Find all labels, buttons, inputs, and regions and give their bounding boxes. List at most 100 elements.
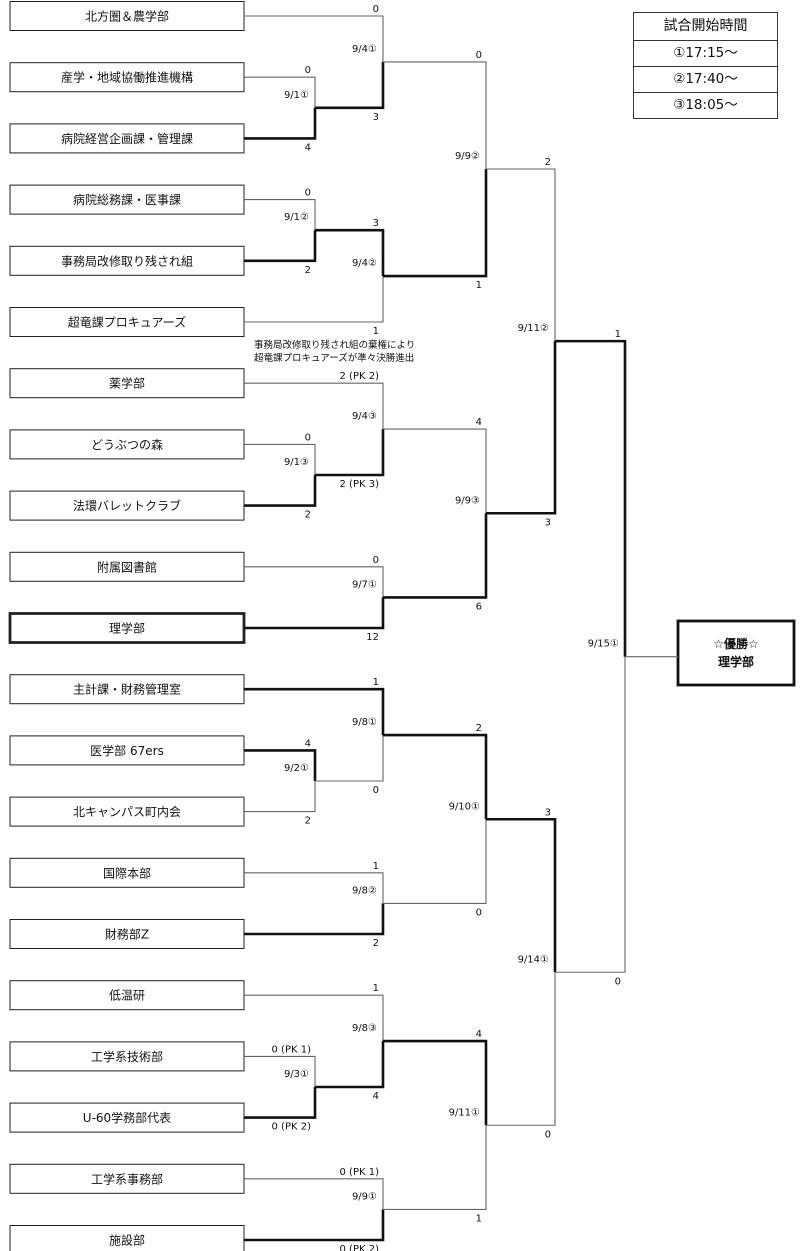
match-date: 9/4③ (352, 411, 377, 422)
team-name: 事務局改修取り残され組 (61, 253, 193, 268)
score-bottom: 2 (305, 816, 311, 827)
score-bottom: 0 (PK 2) (340, 1244, 380, 1251)
team-box (9, 735, 245, 766)
team-name: 主計課・財務管理室 (73, 682, 181, 697)
bracket-line (244, 1178, 384, 1210)
team-box (9, 674, 245, 705)
bracket-line (486, 972, 556, 1126)
team-name: 産学・地域協働推進機構 (61, 70, 193, 85)
score-top: 0 (476, 50, 482, 61)
score-top: 0 (305, 432, 311, 443)
team-name: 国際本部 (103, 865, 151, 880)
score-top: 0 (373, 4, 379, 15)
team-box (9, 919, 245, 949)
score-top: 3 (545, 807, 551, 818)
withdrawal-note-line2: 超竜課プロキュアーズが準々決勝進出 (254, 352, 414, 364)
bracket-line (486, 817, 557, 973)
match-date: 9/10① (449, 801, 480, 812)
bracket-line (486, 341, 557, 515)
team-name: U-60学務部代表 (83, 1110, 171, 1125)
match-date: 9/9① (352, 1191, 377, 1202)
team-name: 工学系技術部 (91, 1049, 163, 1064)
bracket-line (244, 382, 384, 430)
team-name: 医学部 67ers (90, 743, 164, 758)
team-name: どうぶつの森 (91, 437, 163, 452)
bracket-line (244, 76, 316, 108)
team-box (9, 1163, 245, 1194)
match-date: 9/1③ (284, 457, 309, 468)
bracket-line (315, 228, 385, 277)
team-name: 病院経営企画課・管理課 (61, 131, 193, 146)
bracket-line (244, 994, 384, 1042)
champion-team: 理学部 (718, 654, 754, 669)
team-name: 理学部 (109, 621, 145, 636)
team-box (9, 1102, 245, 1133)
bracket-line (315, 429, 385, 477)
bracket-line (383, 1125, 487, 1210)
bracket-line (555, 339, 627, 657)
match-date: 9/4② (352, 258, 377, 269)
score-top: 4 (305, 738, 311, 749)
bracket-line (244, 1087, 317, 1119)
score-bottom: 3 (545, 517, 551, 528)
bracket-line (383, 513, 488, 599)
team-box (9, 551, 245, 582)
match-date: 9/8① (352, 717, 377, 728)
score-top: 1 (373, 677, 379, 688)
score-bottom: 2 (373, 938, 379, 949)
bracket-line (244, 1209, 385, 1242)
bracket-line (244, 443, 316, 475)
score-bottom: 4 (305, 142, 311, 153)
team-box (9, 368, 245, 399)
bracket-line (244, 872, 384, 904)
score-top: 0 (305, 188, 311, 199)
legend-time-2: ②17:40～ (634, 67, 777, 93)
bracket-line (486, 168, 556, 342)
team-box (9, 62, 245, 93)
bracket-line (383, 61, 487, 169)
team-box (9, 1041, 245, 1072)
champion-box (676, 619, 796, 687)
team-name: 北方圏＆農学部 (85, 9, 169, 24)
score-top: 3 (373, 218, 379, 229)
match-date: 9/9③ (455, 495, 480, 506)
bracket-line (315, 1041, 385, 1089)
score-bottom: 3 (373, 112, 379, 123)
match-date: 9/9② (455, 151, 480, 162)
score-top: 1 (615, 329, 621, 340)
team-name: 超竜課プロキュアーズ (68, 315, 186, 330)
bracket-line (383, 169, 488, 278)
score-bottom: 0 (615, 976, 621, 987)
bracket-line (555, 656, 626, 973)
bracket-line (244, 199, 316, 231)
score-top: 1 (373, 983, 379, 994)
score-top: 0 (PK 1) (340, 1167, 380, 1178)
score-bottom: 12 (366, 632, 379, 643)
score-top: 1 (373, 861, 379, 872)
bracket-line (244, 276, 384, 323)
team-name: 附属図書館 (97, 559, 157, 574)
bracket-line (244, 15, 384, 62)
score-bottom: 2 (PK 3) (340, 479, 380, 490)
score-bottom: 2 (305, 510, 311, 521)
legend-title: 試合開始時間 (634, 13, 777, 41)
bracket-line (383, 819, 487, 904)
team-name: 病院総務課・医事課 (73, 192, 181, 207)
match-date: 9/8② (352, 885, 377, 896)
start-time-legend: 試合開始時間 ①17:15～ ②17:40～ ③18:05～ (633, 12, 778, 119)
score-bottom: 1 (476, 280, 482, 291)
bracket-line (383, 1039, 488, 1126)
bracket-line (244, 1055, 316, 1087)
score-bottom: 2 (305, 265, 311, 276)
score-bottom: 0 (PK 2) (272, 1122, 312, 1133)
score-top: 4 (476, 1029, 482, 1040)
score-bottom: 4 (373, 1091, 379, 1102)
match-date: 9/1① (284, 90, 309, 101)
team-box (9, 980, 245, 1011)
bracket-line (315, 735, 384, 782)
score-top: 0 (PK 1) (272, 1044, 312, 1055)
score-bottom: 1 (373, 326, 379, 337)
team-box (9, 245, 245, 276)
team-name: 財務部Z (105, 927, 149, 942)
